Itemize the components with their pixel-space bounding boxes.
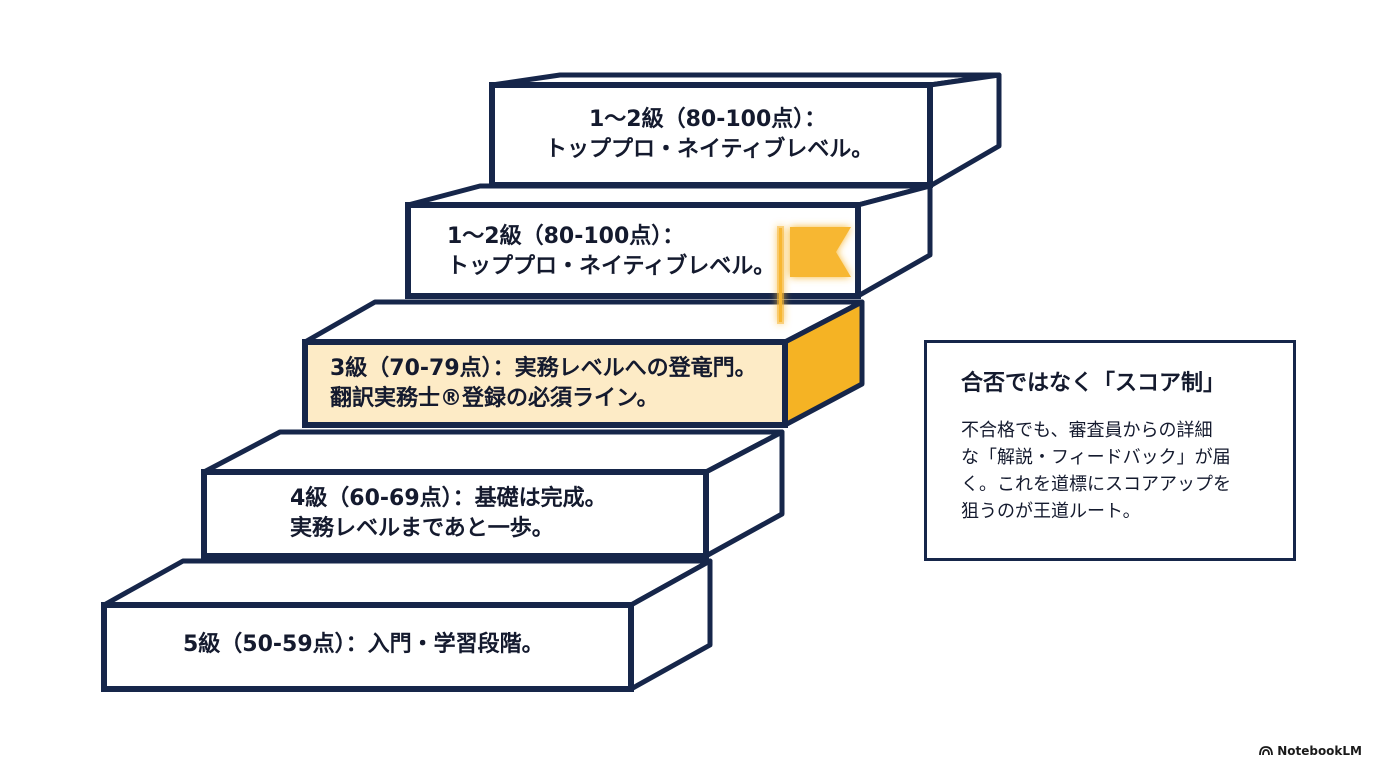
step-grade-4-line-2: 実務レベルまであと一歩。 xyxy=(290,516,554,541)
step-grade-3-label: 3級（70-79点）：実務レベルへの登竜門。 翻訳実務士®登録の必須ライン。 xyxy=(330,354,757,414)
notebooklm-logo-icon xyxy=(1259,746,1274,756)
info-body-line-2: な「解説・フィードバック」が届 xyxy=(961,447,1231,468)
info-title: 合否ではなく「スコア制」 xyxy=(961,371,1226,396)
brand-label: NotebookLM xyxy=(1277,744,1362,758)
flag-icon xyxy=(777,226,851,324)
step-grade-5-label: 5級（50-59点）：入門・学習段階。 xyxy=(183,630,544,660)
step-grade-4-front xyxy=(201,469,709,559)
step-grade-1-2-top-label: 1～2級（80-100点）： トッププロ・ネイティブレベル。 xyxy=(545,105,873,165)
info-body-line-1: 不合格でも、審査員からの詳細 xyxy=(961,420,1213,441)
step-grade-1-2-lower-line-2: トッププロ・ネイティブレベル。 xyxy=(447,254,776,279)
step-grade-1-2-lower-side xyxy=(855,183,933,299)
step-grade-1-2-top-line-1: 1～2級（80-100点）： xyxy=(589,107,827,132)
step-grade-5-top xyxy=(101,558,713,608)
info-body: 不合格でも、審査員からの詳細 な「解説・フィードバック」が届 く。これを道標にス… xyxy=(961,417,1267,525)
step-grade-3-front xyxy=(302,339,788,428)
step-grade-1-2-top-front xyxy=(489,82,933,188)
step-grade-4-top xyxy=(201,429,785,475)
step-grade-3-line-1: 3級（70-79点）：実務レベルへの登竜門。 xyxy=(330,356,757,381)
info-body-line-4: 狙うのが王道ルート。 xyxy=(961,501,1141,522)
step-grade-3-line-2: 翻訳実務士®登録の必須ライン。 xyxy=(330,386,659,411)
step-grade-1-2-lower-label: 1～2級（80-100点）： トッププロ・ネイティブレベル。 xyxy=(447,222,775,282)
score-system-info-box: 合否ではなく「スコア制」 不合格でも、審査員からの詳細 な「解説・フィードバック… xyxy=(924,340,1296,561)
brand-watermark: NotebookLM xyxy=(1259,744,1362,758)
step-grade-3 xyxy=(302,299,865,428)
step-grade-4-line-1: 4級（60-69点）：基礎は完成。 xyxy=(290,486,607,511)
step-grade-5-line-1: 5級（50-59点）：入門・学習段階。 xyxy=(183,632,544,657)
info-body-line-3: く。これを道標にスコアアップを xyxy=(961,474,1231,495)
step-grade-4-label: 4級（60-69点）：基礎は完成。 実務レベルまであと一歩。 xyxy=(290,484,607,544)
step-grade-4 xyxy=(201,429,785,559)
step-grade-1-2-top-side xyxy=(927,72,1002,189)
step-grade-5 xyxy=(101,558,713,692)
step-grade-5-front xyxy=(101,602,634,692)
step-grade-1-2-top-line-2: トッププロ・ネイティブレベル。 xyxy=(545,137,874,162)
step-grade-1-2-top xyxy=(489,72,1002,189)
step-grade-1-2-lower-line-1: 1～2級（80-100点）： xyxy=(447,224,685,249)
